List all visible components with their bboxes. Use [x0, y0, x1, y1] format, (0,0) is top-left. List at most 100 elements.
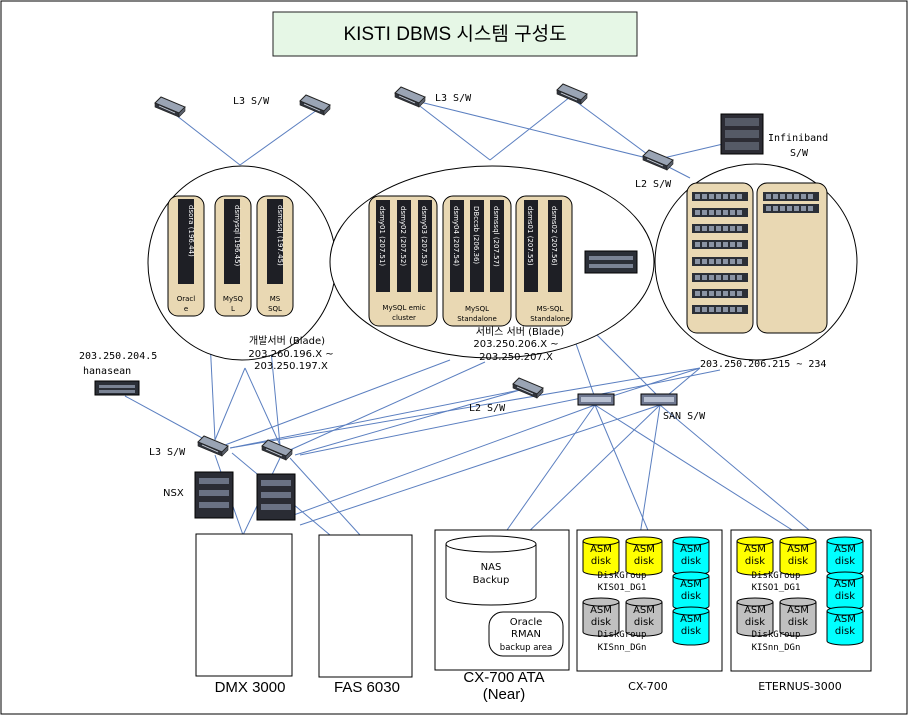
- diskgroup-dgn-label: DiskGroup: [598, 630, 647, 640]
- asm-disk-sublabel: disk: [591, 617, 611, 628]
- rack-group-ip-range: 203.250.206.215 ~ 234: [700, 359, 826, 370]
- asm-disk-label: ASM: [633, 605, 655, 616]
- san-switch-a: [577, 393, 615, 406]
- l2-switch-mid: [512, 377, 544, 399]
- asm-disk-sublabel: disk: [835, 591, 855, 602]
- nas-backup-label: NAS: [481, 562, 502, 573]
- l3-switch-bottom-b: [261, 439, 293, 461]
- cx700-ata-label: CX-700 ATA: [463, 669, 544, 686]
- asm-disk-sublabel: disk: [788, 556, 808, 567]
- asm-disk-label: ASM: [590, 544, 612, 555]
- svc-group-caption: 서비스 서버 (Blade): [476, 326, 565, 338]
- svc-group-ip-from: 203.250.206.X ~: [473, 339, 558, 350]
- asm-disk-label: ASM: [834, 614, 856, 625]
- infiniband-label: Infiniband: [768, 133, 828, 144]
- eternus-label: ETERNUS-3000: [758, 680, 842, 693]
- asm-disk-label: ASM: [633, 544, 655, 555]
- svc-sub2-label: MySQL: [465, 305, 489, 313]
- svc-blade-3-id: dsmy03 (207.53): [420, 206, 428, 266]
- asm-disks: ASMdiskASMdiskDiskGroupKISO1_DG1ASMdiskA…: [582, 536, 864, 653]
- l2-switch-top: [642, 149, 674, 171]
- diskgroup-dg1-name: KISO1_DG1: [752, 583, 801, 593]
- infiniband-label-2: S/W: [790, 148, 809, 159]
- hanasean-name: hanasean: [83, 366, 131, 377]
- dmx-3000-label: DMX 3000: [215, 679, 286, 696]
- dev-blade-oracle-id: dsora (196.44): [187, 205, 195, 257]
- cx700-ata-label-2: (Near): [483, 686, 526, 703]
- cx700-label: CX-700: [628, 680, 668, 693]
- svc-blade-1-id: dsmy01 (207.51): [378, 206, 386, 266]
- asm-disk-sublabel: disk: [681, 591, 701, 602]
- diskgroup-dgn-label: DiskGroup: [752, 630, 801, 640]
- l2-switch-top-label: L2 S/W: [635, 179, 672, 190]
- asm-disk-sublabel: disk: [835, 626, 855, 637]
- svc-blade-5-id: DBccsb (206.36): [472, 206, 480, 264]
- asm-disk-label: ASM: [680, 579, 702, 590]
- asm-disk-label: ASM: [834, 544, 856, 555]
- hanasean-ip: 203.250.204.5: [79, 351, 157, 362]
- san-switch-b: [640, 393, 678, 406]
- asm-disk-sublabel: disk: [745, 556, 765, 567]
- fas-6030-label: FAS 6030: [334, 679, 400, 696]
- l3-switch-bottom-a: [197, 435, 229, 457]
- nsx-unit-b: [256, 473, 296, 521]
- svc-sub1-label-2: cluster: [392, 314, 416, 322]
- svc-blade-4-id: dsmy04 (207.54): [452, 206, 460, 266]
- asm-disk-label: ASM: [680, 544, 702, 555]
- rman-label-2: RMAN: [511, 629, 541, 640]
- svc-sub3-label: MS-SQL: [537, 305, 564, 313]
- dev-server-group: [147, 165, 337, 361]
- diskgroup-dg1-label: DiskGroup: [752, 571, 801, 581]
- svc-blade-2-id: dsmy02 (207.52): [399, 206, 407, 266]
- dev-blade-oracle-label-2: e: [184, 305, 188, 313]
- svc-sub1-label: MySQL emic: [382, 304, 425, 312]
- rman-label-3: backup area: [500, 643, 552, 653]
- dev-blade-mysql-id: dsmysql (196.45): [233, 205, 241, 267]
- asm-disk-sublabel: disk: [634, 617, 654, 628]
- dev-blade-mysql-label-2: L: [231, 305, 235, 313]
- rman-label: Oracle: [510, 617, 543, 628]
- l3-switch-left-a: [154, 96, 186, 118]
- dev-group-ip-from: 203.260.196.X ~: [248, 349, 333, 360]
- svc-sub2-label-2: Standalone: [457, 315, 497, 323]
- asm-disk-label: ASM: [590, 605, 612, 616]
- asm-disk-sublabel: disk: [634, 556, 654, 567]
- diagram-title: KISTI DBMS 시스템 구성도: [343, 23, 566, 45]
- dev-blade-mssql-label-2: SQL: [268, 305, 282, 313]
- hanasean-server: [94, 380, 140, 396]
- diskgroup-dgn-name: KISnn_DGn: [752, 643, 801, 653]
- asm-disk-sublabel: disk: [835, 556, 855, 567]
- service-server-group: [329, 165, 655, 359]
- l3-switch-center-b: [556, 83, 588, 105]
- asm-disk-label: ASM: [834, 579, 856, 590]
- dev-group-ip-to: 203.250.197.X: [254, 361, 328, 372]
- dev-blade-mysql-label: MySQ: [223, 295, 244, 303]
- l3-switch-center-label: L3 S/W: [435, 93, 472, 104]
- asm-disk-label: ASM: [787, 544, 809, 555]
- l3-switch-bottom-label: L3 S/W: [149, 447, 186, 458]
- asm-disk-sublabel: disk: [681, 556, 701, 567]
- asm-disk-label: ASM: [744, 544, 766, 555]
- l2-switch-mid-label: L2 S/W: [469, 403, 506, 414]
- asm-disk-sublabel: disk: [745, 617, 765, 628]
- infiniband-switch: [720, 113, 764, 155]
- cx700-ata-box: [434, 529, 570, 671]
- nas-backup-label-2: Backup: [473, 575, 510, 586]
- dev-blade-mssql-id: dsmssql (197.45): [276, 205, 284, 266]
- asm-disk-label: ASM: [744, 605, 766, 616]
- asm-disk-label: ASM: [680, 614, 702, 625]
- dmx-3000-box: [195, 533, 293, 677]
- san-switch-label: SAN S/W: [663, 411, 706, 422]
- svc-group-ip-to: 203.250.207.X: [479, 352, 553, 363]
- l3-switch-center-a: [394, 86, 426, 108]
